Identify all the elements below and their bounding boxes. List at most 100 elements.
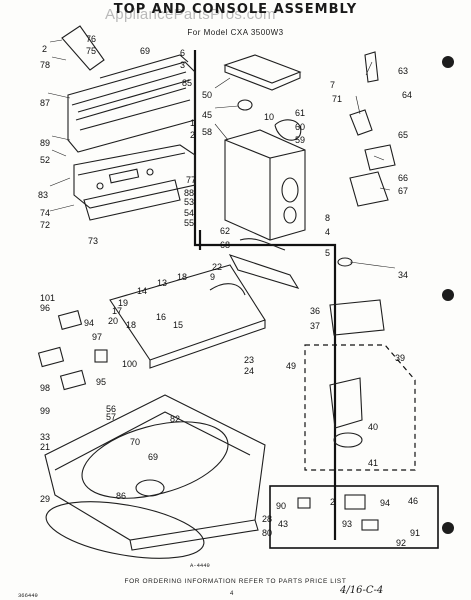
motor-assembly xyxy=(329,377,363,429)
callout-number: 98 xyxy=(40,383,51,393)
callout-number: 68 xyxy=(220,240,231,250)
callout-number: 54 xyxy=(184,208,195,218)
callout-number: 15 xyxy=(173,320,184,330)
watermark: AppliancePartsPros.com xyxy=(105,6,276,23)
callout-number: 17 xyxy=(112,306,123,316)
callout-number: 33 xyxy=(40,432,51,442)
callout-number: 14 xyxy=(137,286,148,296)
callout-number: 19 xyxy=(118,298,129,308)
margin-dot xyxy=(442,56,454,68)
callout-number: 58 xyxy=(202,127,213,137)
drain-hose xyxy=(274,119,302,141)
callout-number: 2 xyxy=(190,130,196,140)
callout-number: 18 xyxy=(177,272,188,282)
callout-number: 36 xyxy=(310,306,321,316)
margin-dot xyxy=(442,289,454,301)
top-plate xyxy=(109,264,266,361)
callout-number: 50 xyxy=(202,90,213,100)
callout-number: 94 xyxy=(84,318,95,328)
callout-number: 99 xyxy=(40,406,51,416)
callout-number: 60 xyxy=(295,122,306,132)
callout-number: 41 xyxy=(368,458,379,468)
callout-number: 45 xyxy=(202,110,213,120)
callout-number: 61 xyxy=(295,108,306,118)
callout-number: 64 xyxy=(402,90,413,100)
callout-number: 34 xyxy=(398,270,409,280)
callout-number: 96 xyxy=(40,303,51,313)
callout-number: 43 xyxy=(278,519,289,529)
mount-bracket xyxy=(329,299,385,336)
section-divider xyxy=(193,50,337,540)
callout-number: 23 xyxy=(244,355,255,365)
callout-number: 97 xyxy=(92,332,103,342)
callout-number: 40 xyxy=(368,422,379,432)
callout-number: 2 xyxy=(330,497,336,507)
kit-box xyxy=(269,485,439,549)
callout-number: 77 xyxy=(186,175,197,185)
callout-number: 46 xyxy=(408,496,419,506)
callout-number: 75 xyxy=(86,46,97,56)
callout-number: 72 xyxy=(40,220,51,230)
callout-number: 74 xyxy=(40,208,51,218)
callout-number: 63 xyxy=(398,66,409,76)
callout-number: 13 xyxy=(157,278,168,288)
callout-number: 71 xyxy=(332,94,343,104)
callout-number: 6 xyxy=(180,48,186,58)
plate-99 xyxy=(59,369,87,391)
callout-number: 49 xyxy=(286,361,297,371)
diagram-title: TOP AND CONSOLE ASSEMBLY xyxy=(113,2,358,17)
washer-top xyxy=(44,394,266,551)
callout-number: 20 xyxy=(108,316,119,326)
callout-number: 80 xyxy=(262,528,273,538)
callout-number: 1 xyxy=(190,118,196,128)
callout-number: 16 xyxy=(156,312,167,322)
callout-number: 89 xyxy=(40,138,51,148)
callout-number: 90 xyxy=(276,501,287,511)
kit-part-90 xyxy=(297,497,311,509)
callout-number: 70 xyxy=(130,437,141,447)
callout-number: 67 xyxy=(398,186,409,196)
kit-part-46 xyxy=(344,494,366,510)
callout-number: 91 xyxy=(410,528,421,538)
dashed-kit-box xyxy=(304,344,416,471)
bracket-plate xyxy=(228,254,300,289)
callout-number: 7 xyxy=(330,80,336,90)
cabinet-box xyxy=(224,129,306,241)
margin-dot xyxy=(442,522,454,534)
handwritten-note: 4/16-C-4 xyxy=(340,585,384,596)
grommet xyxy=(337,257,353,267)
callout-number: 37 xyxy=(310,321,321,331)
callout-number: 65 xyxy=(398,130,409,140)
callout-number: 4 xyxy=(325,227,331,237)
callout-number: 21 xyxy=(40,442,51,452)
callout-number: 8 xyxy=(325,213,331,223)
callout-number: 94 xyxy=(380,498,391,508)
key-switch xyxy=(364,51,379,83)
callout-number: 10 xyxy=(264,112,275,122)
callout-number: 59 xyxy=(295,135,306,145)
diagram-subtitle: For Model CXA 3500W3 xyxy=(187,28,284,37)
callout-number: 83 xyxy=(38,190,49,200)
fuse-100 xyxy=(94,349,108,363)
callout-number: 88 xyxy=(184,188,195,198)
motor-housing xyxy=(349,171,389,207)
callout-number: 22 xyxy=(212,262,223,272)
callout-number: 82 xyxy=(170,414,181,424)
kit-part-92 xyxy=(361,519,379,531)
callout-number: 62 xyxy=(220,226,231,236)
callout-number: 57 xyxy=(106,412,117,422)
control-panel xyxy=(73,144,196,209)
callout-number: 53 xyxy=(184,197,195,207)
callout-number: 28 xyxy=(262,514,273,524)
callout-number: 66 xyxy=(398,173,409,183)
callout-number: 56 xyxy=(106,404,117,414)
callout-number: 92 xyxy=(396,538,407,548)
panel-trim xyxy=(83,179,181,221)
callout-number: 2 xyxy=(42,44,48,54)
callout-number: 5 xyxy=(325,248,331,258)
knob xyxy=(237,99,253,111)
switch-94 xyxy=(57,309,83,331)
drawing-code: A-4449 xyxy=(190,562,210,569)
